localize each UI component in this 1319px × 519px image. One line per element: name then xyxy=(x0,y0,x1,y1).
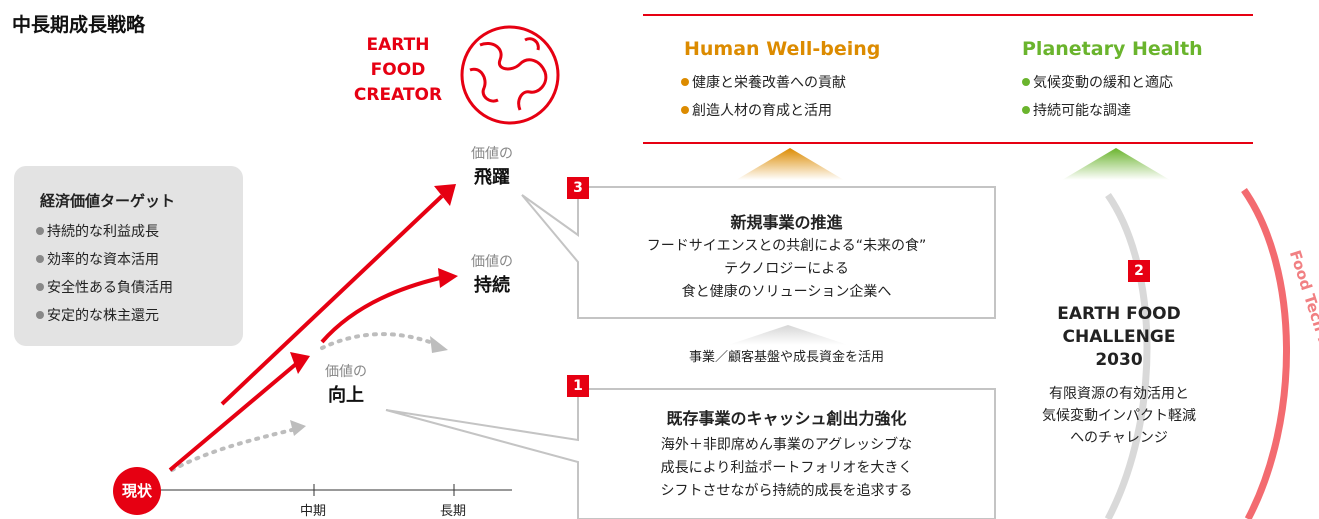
challenge-arc xyxy=(1104,193,1151,519)
bullet-icon xyxy=(681,78,689,86)
economic-target-title: 経済価値ターゲット xyxy=(40,192,176,210)
bullet-icon xyxy=(1022,78,1030,86)
box1-line: 成長により利益ポートフォリオを大きく xyxy=(660,460,913,476)
planetary-health-title: Planetary Health xyxy=(1022,38,1203,60)
kpi-item: 安定的な株主還元 xyxy=(36,305,159,325)
box3-line: 食と健康のソリューション企業へ xyxy=(681,284,892,300)
economic-target-box xyxy=(14,166,243,346)
challenge-title-line: 2030 xyxy=(1095,350,1143,370)
badge-3: 3 xyxy=(567,177,589,199)
axis-long-label: 長期 xyxy=(440,504,467,519)
bullet-icon xyxy=(36,311,44,319)
challenge-title-line: CHALLENGE xyxy=(1062,327,1176,347)
box1-line: シフトさせながら持続的成長を追求する xyxy=(660,483,913,499)
kpi-text: 安定的な株主還元 xyxy=(47,308,159,324)
brand-line: FOOD xyxy=(370,60,426,80)
box3-callout xyxy=(521,186,996,319)
planet-goal-item: 気候変動の緩和と適応 xyxy=(1022,72,1173,92)
box1-body: 海外＋非即席めん事業のアグレッシブな 成長により利益ポートフォリオを大きく シフ… xyxy=(578,434,995,503)
page-title: 中長期成長戦略 xyxy=(12,14,146,36)
human-goal-item: 健康と栄養改善への貢献 xyxy=(681,72,846,92)
bullet-icon xyxy=(36,227,44,235)
challenge-body: 有限資源の有効活用と 気候変動インパクト軽減 へのチャレンジ xyxy=(1030,383,1208,449)
kpi-text: 効率的な資本活用 xyxy=(47,252,159,268)
level-improve: 価値の 向上 xyxy=(306,361,386,407)
level-sustain: 価値の 持続 xyxy=(452,251,532,297)
bullet-icon xyxy=(36,255,44,263)
human-goal-item: 創造人材の育成と活用 xyxy=(681,100,832,120)
goals-top-border xyxy=(643,14,1253,16)
kpi-text: 安全性ある負債活用 xyxy=(47,280,173,296)
box3-title: 新規事業の推進 xyxy=(730,213,843,232)
badge-2: 2 xyxy=(1128,260,1150,282)
brand-line: CREATOR xyxy=(353,85,443,105)
box3-line: フードサイエンスとの共創による“未来の食” xyxy=(646,238,927,254)
kpi-item: 持続的な利益成長 xyxy=(36,221,159,241)
human-arrow-fade xyxy=(736,148,844,180)
mid-dotted-path xyxy=(320,332,440,350)
food-tech-arc xyxy=(1241,187,1290,519)
arrow-to-sustain xyxy=(320,276,441,344)
planet-arrow-fade xyxy=(1062,148,1170,180)
bullet-icon xyxy=(681,106,689,114)
human-goal-text: 健康と栄養改善への貢献 xyxy=(692,75,846,91)
box1-title: 既存事業のキャッシュ創出力強化 xyxy=(666,409,907,428)
bullet-icon xyxy=(36,283,44,291)
kpi-text: 持続的な利益成長 xyxy=(47,224,159,240)
kpi-item: 安全性ある負債活用 xyxy=(36,277,173,297)
challenge-body-line: 気候変動インパクト軽減 xyxy=(1042,408,1196,424)
challenge-body-line: 有限資源の有効活用と xyxy=(1049,386,1189,402)
planet-goal-text: 気候変動の緩和と適応 xyxy=(1033,75,1173,91)
human-goal-text: 創造人材の育成と活用 xyxy=(692,103,832,119)
level-leap: 価値の 飛躍 xyxy=(452,143,532,189)
level-caption: 価値の xyxy=(471,254,513,270)
box1-callout xyxy=(385,388,996,519)
box1-line: 海外＋非即席めん事業のアグレッシブな xyxy=(660,437,913,453)
challenge-title-line: EARTH FOOD xyxy=(1057,304,1181,324)
human-wellbeing-title: Human Well-being xyxy=(684,38,881,60)
level-label: 飛躍 xyxy=(474,167,510,188)
challenge-body-line: へのチャレンジ xyxy=(1070,430,1168,446)
arrow-to-improve xyxy=(168,362,298,472)
planet-goal-item: 持続可能な調達 xyxy=(1022,100,1131,120)
baseline-dotted-path xyxy=(170,426,302,472)
kpi-item: 効率的な資本活用 xyxy=(36,249,159,269)
food-tech-innovation-label: Food Tech Innovation xyxy=(1269,248,1319,488)
axis-mid-label: 中期 xyxy=(300,504,327,519)
level-label: 持続 xyxy=(474,275,510,296)
challenge-title: EARTH FOOD CHALLENGE 2030 xyxy=(1038,303,1200,372)
start-circle xyxy=(113,467,161,515)
bullet-icon xyxy=(1022,106,1030,114)
globe-icon xyxy=(460,25,560,125)
goals-bottom-border xyxy=(643,142,1253,144)
arrow-to-leap xyxy=(220,194,444,406)
planet-goal-text: 持続可能な調達 xyxy=(1033,103,1131,119)
box3-body: フードサイエンスとの共創による“未来の食” テクノロジーによる 食と健康のソリュ… xyxy=(578,235,995,304)
middle-caption: 事業／顧客基盤や成長資金を活用 xyxy=(688,350,884,365)
badge-1: 1 xyxy=(567,375,589,397)
level-label: 向上 xyxy=(328,385,364,406)
level-caption: 価値の xyxy=(325,364,367,380)
brand-line: EARTH xyxy=(366,35,430,55)
brand-label: EARTH FOOD CREATOR xyxy=(345,33,451,108)
start-label: 現状 xyxy=(121,482,152,500)
level-caption: 価値の xyxy=(471,146,513,162)
box3-line: テクノロジーによる xyxy=(724,261,849,277)
middle-arrow-fade xyxy=(728,325,848,345)
